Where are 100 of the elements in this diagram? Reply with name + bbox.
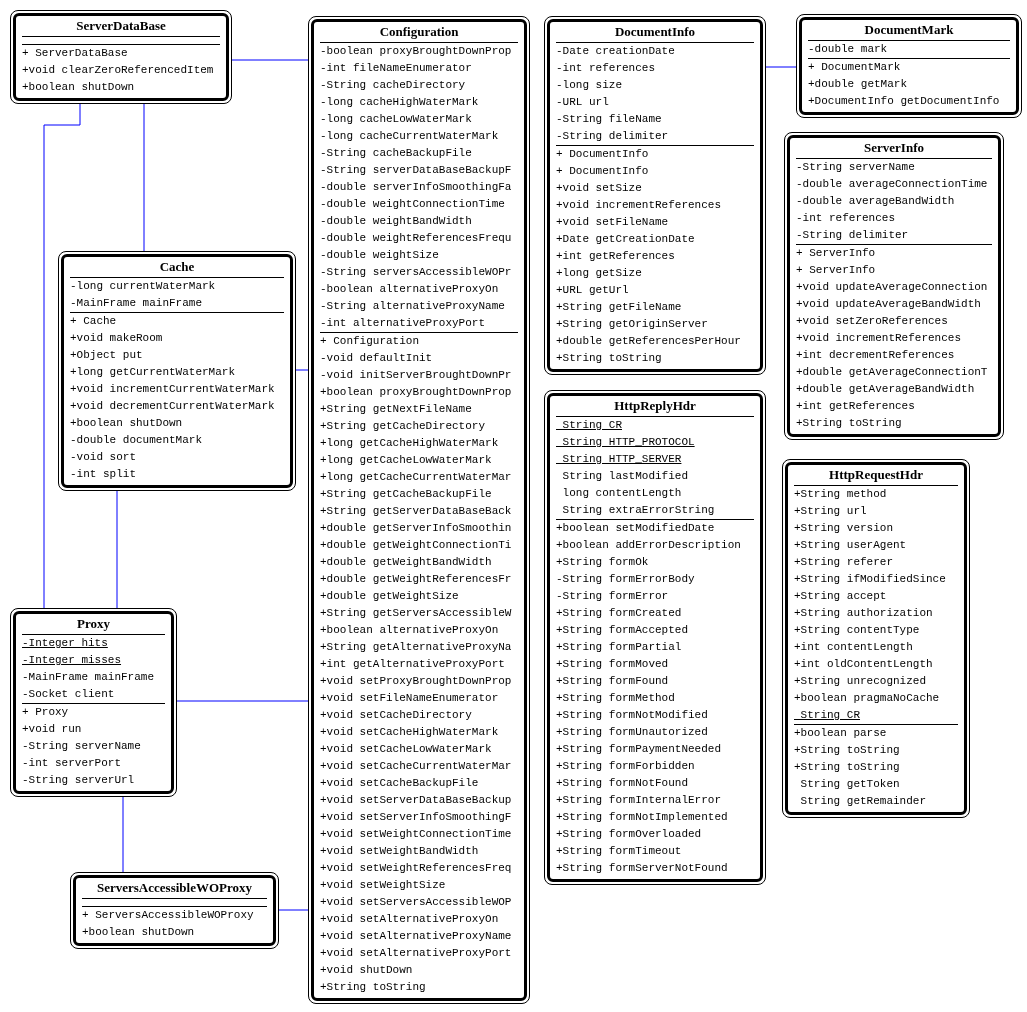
class-method: +int decrementReferences — [796, 348, 956, 363]
class-attribute: +String ifModifiedSince — [794, 572, 947, 587]
class-method: +void updateAverageBandWidth — [796, 297, 982, 312]
class-attribute: -double weightReferencesFrequ — [320, 231, 513, 246]
class-method: +String formUnautorized — [556, 725, 709, 740]
class-box — [544, 16, 766, 375]
class-method: -void sort — [70, 450, 137, 465]
class-attribute: String lastModified — [561, 469, 690, 484]
class-box — [58, 251, 296, 491]
class-method: -String formError — [556, 589, 670, 604]
class-method: +void incrementCurrentWaterMark — [70, 382, 276, 397]
class-attribute: -String serversAccessibleWOPr — [320, 265, 513, 280]
class-method: +void setFileName — [556, 215, 670, 230]
class-attribute: String HTTP_SERVER — [561, 452, 683, 467]
class-attribute: -String delimiter — [556, 129, 670, 144]
class-box — [10, 10, 232, 104]
class-attribute: String extraErrorString — [561, 503, 716, 518]
class-method: +boolean parse — [794, 726, 888, 741]
class-method: +String formOk — [556, 555, 650, 570]
class-method: +void decrementCurrentWaterMark — [70, 399, 276, 414]
class-method: +Date getCreationDate — [556, 232, 696, 247]
class-method: +double getAverageConnectionT — [796, 365, 989, 380]
class-method: +String formPaymentNeeded — [556, 742, 723, 757]
class-attribute: -int references — [556, 61, 657, 76]
class-method: +String getServersAccessibleW — [320, 606, 513, 621]
class-method: + ServersAccessibleWOProxy — [82, 908, 255, 923]
class-attribute: -String serverDataBaseBackupF — [320, 163, 513, 178]
class-method: +String formPartial — [556, 640, 683, 655]
class-box — [70, 872, 279, 949]
class-method: +String formServerNotFound — [556, 861, 729, 876]
class-method: +String getCacheDirectory — [320, 419, 487, 434]
class-attribute: -long currentWaterMark — [70, 279, 217, 294]
class-name: ServerDataBase — [75, 17, 167, 35]
class-method: +void setCacheLowWaterMark — [320, 742, 493, 757]
class-method: +void shutDown — [320, 963, 414, 978]
class-method: + Cache — [70, 314, 118, 329]
class-method: + Proxy — [22, 705, 70, 720]
class-attribute: +int contentLength — [794, 640, 914, 655]
class-attribute: -long size — [556, 78, 623, 93]
class-box — [10, 608, 177, 797]
class-method: +boolean shutDown — [82, 925, 196, 940]
class-attribute: +String version — [794, 521, 895, 536]
class-attribute: -double mark — [808, 42, 889, 57]
class-method: +void incrementReferences — [796, 331, 963, 346]
class-method: +boolean addErrorDescription — [556, 538, 742, 553]
class-method: +String getOriginServer — [556, 317, 709, 332]
class-box — [784, 132, 1004, 440]
class-box — [308, 16, 530, 1004]
class-method: +void setAlternativeProxyPort — [320, 946, 513, 961]
class-method: +void setWeightBandWidth — [320, 844, 480, 859]
class-name: ServerInfo — [863, 139, 925, 157]
class-method: +void setZeroReferences — [796, 314, 949, 329]
class-name: HttpRequestHdr — [828, 466, 924, 484]
class-attribute: -long cacheCurrentWaterMark — [320, 129, 500, 144]
association-line — [231, 59, 309, 61]
class-method: -void defaultInit — [320, 351, 434, 366]
class-name: DocumentInfo — [613, 23, 697, 41]
class-attribute: -String alternativeProxyName — [320, 299, 506, 314]
class-method: + DocumentInfo — [556, 164, 650, 179]
class-method: +String formNotImplemented — [556, 810, 729, 825]
association-line — [43, 103, 81, 609]
class-attribute: -String fileName — [556, 112, 663, 127]
class-attribute: +String referer — [794, 555, 895, 570]
class-attribute: +String method — [794, 487, 888, 502]
class-method: +Object put — [70, 348, 144, 363]
class-method: +URL getUrl — [556, 283, 630, 298]
class-method: +String getFileName — [556, 300, 683, 315]
class-method: +String toString — [794, 760, 901, 775]
class-method: +void run — [22, 722, 83, 737]
class-method: +void setServersAccessibleWOP — [320, 895, 513, 910]
class-attribute: +int oldContentLength — [794, 657, 934, 672]
class-method: +String formCreated — [556, 606, 683, 621]
class-attribute: +String url — [794, 504, 868, 519]
class-method: +long getCacheHighWaterMark — [320, 436, 500, 451]
class-name: HttpReplyHdr — [613, 397, 697, 415]
association-line — [116, 490, 118, 609]
class-attribute: -int fileNameEnumerator — [320, 61, 473, 76]
class-method: + ServerDataBase — [22, 46, 129, 61]
class-method: +String getCacheBackupFile — [320, 487, 493, 502]
class-method: +boolean shutDown — [70, 416, 184, 431]
class-attribute: -Integer misses — [22, 653, 123, 668]
class-method: +int getReferences — [556, 249, 676, 264]
class-method: +void setCacheDirectory — [320, 708, 473, 723]
class-name: ServersAccessibleWOProxy — [96, 879, 253, 897]
association-line — [176, 700, 309, 702]
class-attribute: -double averageConnectionTime — [796, 177, 989, 192]
class-method: -String formErrorBody — [556, 572, 696, 587]
class-method: +String getNextFileName — [320, 402, 473, 417]
class-method: +void setWeightReferencesFreq — [320, 861, 513, 876]
class-attribute: -String delimiter — [796, 228, 910, 243]
class-name: Configuration — [378, 23, 460, 41]
class-attribute: -boolean proxyBroughtDownProp — [320, 44, 513, 59]
class-method: +long getCacheCurrentWaterMar — [320, 470, 513, 485]
class-method: +boolean shutDown — [22, 80, 136, 95]
class-attribute: String HTTP_PROTOCOL — [561, 435, 696, 450]
association-line — [295, 369, 309, 371]
class-attribute: -String cacheBackupFile — [320, 146, 473, 161]
class-attribute: +boolean pragmaNoCache — [794, 691, 941, 706]
class-method: String getToken — [799, 777, 901, 792]
class-method: +double getReferencesPerHour — [556, 334, 742, 349]
